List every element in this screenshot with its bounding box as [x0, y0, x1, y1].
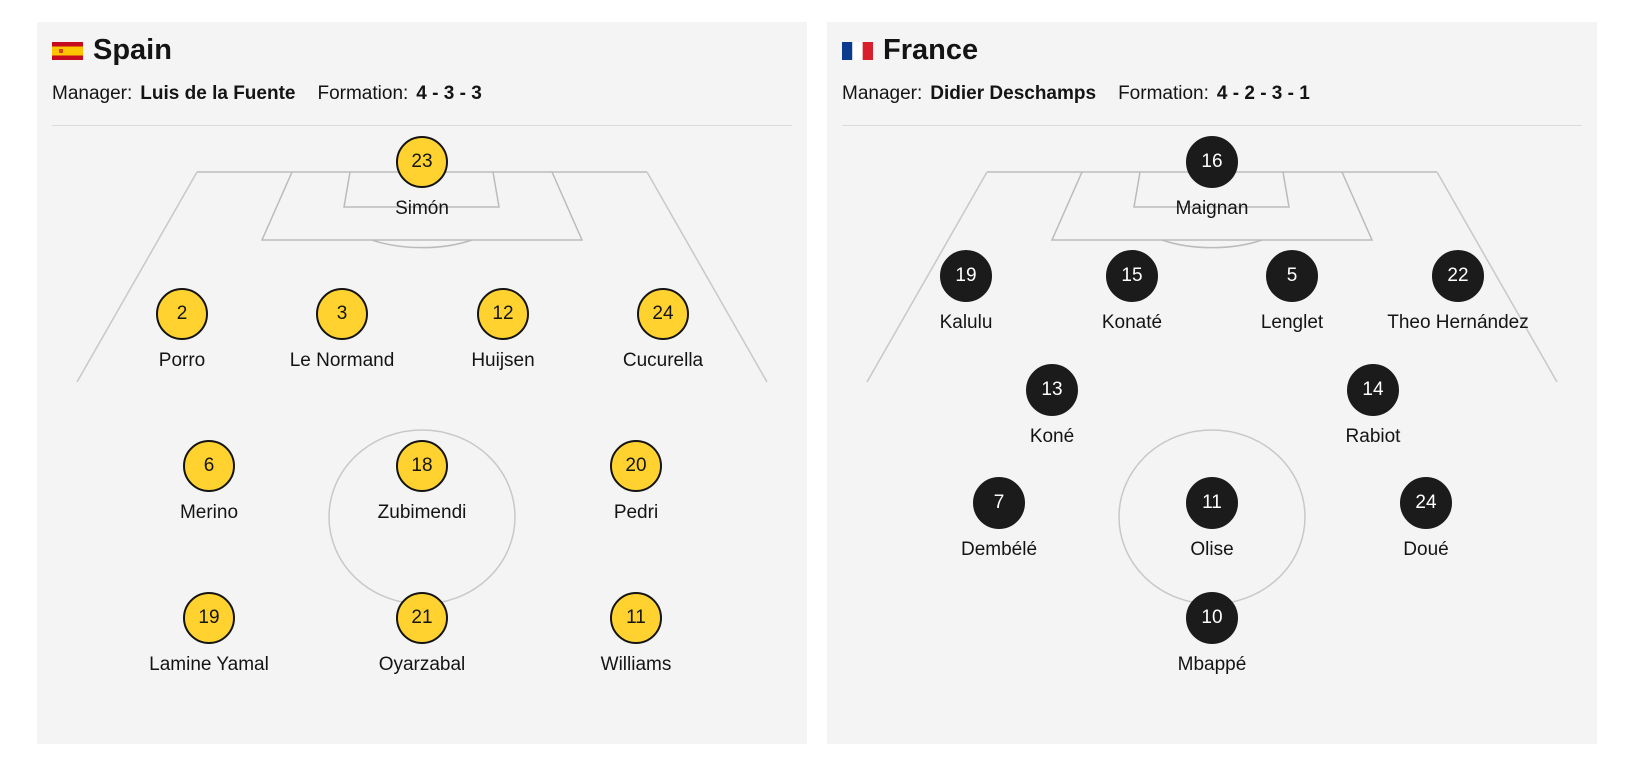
player-name: Lamine Yamal: [149, 654, 269, 675]
player-name: Kalulu: [939, 312, 993, 333]
team-meta: Manager: Didier Deschamps Formation: 4 - 2 …: [842, 83, 1332, 105]
france-lineup-panel: France Manager: Didier Deschamps Formation…: [827, 22, 1597, 744]
player-name: Simón: [395, 198, 449, 219]
shirt-number: 11: [610, 592, 662, 644]
player-name: Huijsen: [471, 350, 535, 371]
team-name: France: [883, 34, 979, 66]
team-meta: Manager: Luis de la Fuente Formation: 4 - 3…: [52, 83, 504, 105]
player-name: Rabiot: [1345, 426, 1401, 447]
shirt-number: 7: [973, 477, 1025, 529]
shirt-number: 11: [1186, 477, 1238, 529]
team-header: Spain: [52, 36, 172, 65]
player-name: Koné: [1029, 426, 1075, 447]
player-name: Williams: [600, 654, 672, 675]
shirt-number: 13: [1026, 364, 1078, 416]
team-header: France: [842, 36, 978, 65]
formation-value: 4 - 3 - 3: [416, 83, 482, 104]
shirt-number: 12: [477, 288, 529, 340]
team-name: Spain: [93, 34, 172, 66]
player-name: Lenglet: [1260, 312, 1324, 333]
shirt-number: 19: [183, 592, 235, 644]
player-name: Pedri: [613, 502, 659, 523]
formation-label: Formation:: [1118, 83, 1209, 104]
shirt-number: 15: [1106, 250, 1158, 302]
shirt-number: 24: [1400, 477, 1452, 529]
player-name: Merino: [179, 502, 239, 523]
formation-value: 4 - 2 - 3 - 1: [1216, 83, 1310, 104]
manager-label: Manager:: [842, 83, 923, 104]
player-name: Zubimendi: [377, 502, 467, 523]
divider: [52, 125, 792, 126]
player-name: Porro: [158, 350, 206, 371]
player-name: Maignan: [1175, 198, 1249, 219]
shirt-number: 16: [1186, 136, 1238, 188]
player-name: Theo Hernández: [1387, 312, 1529, 333]
shirt-number: 6: [183, 440, 235, 492]
player[interactable]: 3 Le Normand: [242, 288, 442, 370]
player-name: Le Normand: [289, 350, 395, 371]
manager-label: Manager:: [52, 83, 133, 104]
spain-lineup-panel: Spain Manager: Luis de la Fuente Formation…: [37, 22, 807, 744]
spain-flag-icon: [52, 41, 83, 60]
shirt-number: 21: [396, 592, 448, 644]
shirt-number: 23: [396, 136, 448, 188]
shirt-number: 24: [637, 288, 689, 340]
divider: [842, 125, 1582, 126]
shirt-number: 18: [396, 440, 448, 492]
player-name: Dembélé: [960, 539, 1038, 560]
shirt-number: 19: [940, 250, 992, 302]
france-flag-icon: [842, 41, 873, 60]
manager-name: Didier Deschamps: [930, 83, 1097, 104]
manager-name: Luis de la Fuente: [140, 83, 296, 104]
player-name: Cucurella: [622, 350, 704, 371]
player-name: Konaté: [1101, 312, 1163, 333]
pitch-markings: [76, 171, 768, 605]
shirt-number: 14: [1347, 364, 1399, 416]
shirt-number: 22: [1432, 250, 1484, 302]
shirt-number: 5: [1266, 250, 1318, 302]
shirt-number: 10: [1186, 592, 1238, 644]
shirt-number: 2: [156, 288, 208, 340]
player-name: Mbappé: [1177, 654, 1247, 675]
player-name: Doué: [1403, 539, 1449, 560]
player-name: Olise: [1190, 539, 1234, 560]
player-name: Oyarzabal: [378, 654, 466, 675]
shirt-number: 3: [316, 288, 368, 340]
formation-label: Formation:: [317, 83, 409, 104]
shirt-number: 20: [610, 440, 662, 492]
